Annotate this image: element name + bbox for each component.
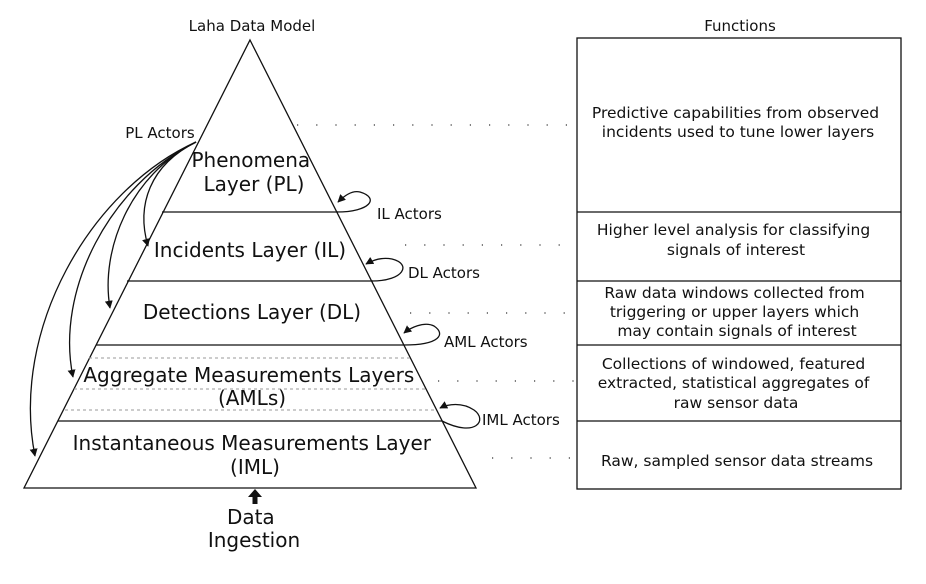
functions-title: Functions: [704, 17, 776, 35]
dl-actor-loop: [365, 256, 404, 282]
function-il: Higher level analysis for classifying si…: [597, 221, 875, 259]
iml-actor-loop: [439, 401, 481, 429]
ingestion-arrow-icon: [248, 489, 262, 504]
function-iml-line-1: Raw, sampled sensor data streams: [601, 452, 873, 470]
layer-pl-line-2: Layer (PL): [204, 172, 305, 196]
functions-box: [576, 37, 902, 490]
function-dl: Raw data windows collected from triggeri…: [604, 284, 869, 340]
iml-actors-label: IML Actors: [482, 411, 560, 429]
function-dl-line-2: triggering or upper layers which: [610, 303, 859, 321]
data-ingestion-line-1: Data: [227, 505, 275, 529]
layer-aml-line-2: (AMLs): [218, 386, 286, 410]
layer-aml-line-1: Aggregate Measurements Layers: [83, 363, 414, 387]
layer-iml-line-2: (IML): [230, 455, 280, 479]
layer-dl-label: Detections Layer (DL): [143, 300, 361, 324]
layer-pl-label: Phenomena Layer (PL): [191, 148, 316, 196]
pyramid-outline: [22, 38, 478, 489]
aml-actors-label: AML Actors: [444, 333, 528, 351]
layer-il-line-1: Incidents Layer (IL): [154, 238, 346, 262]
layer-il-label: Incidents Layer (IL): [154, 238, 346, 262]
function-pl-line-2: incidents used to tune lower layers: [602, 123, 874, 141]
pl-arrow-to-dl: [104, 141, 197, 309]
function-aml-line-1: Collections of windowed, featured: [602, 355, 865, 373]
layer-iml-line-1: Instantaneous Measurements Layer: [73, 431, 432, 455]
layer-iml-label: Instantaneous Measurements Layer (IML): [73, 431, 438, 479]
function-il-line-1: Higher level analysis for classifying: [597, 221, 870, 239]
pl-arrow-to-aml: [67, 141, 197, 378]
pl-arrow-to-iml: [29, 141, 197, 457]
diagram-title: Laha Data Model: [189, 17, 316, 35]
data-ingestion-label: Data Ingestion: [208, 505, 300, 552]
function-pl-line-1: Predictive capabilities from observed: [592, 104, 879, 122]
layer-dl-line-1: Detections Layer (DL): [143, 300, 361, 324]
function-dl-line-1: Raw data windows collected from: [604, 284, 864, 302]
layer-aml-label: Aggregate Measurements Layers (AMLs): [83, 363, 420, 410]
aml-actor-loop: [403, 323, 441, 346]
function-dl-line-3: may contain signals of interest: [617, 322, 856, 340]
data-ingestion-line-2: Ingestion: [208, 528, 300, 552]
function-iml: Raw, sampled sensor data streams: [601, 452, 873, 470]
layer-pl-line-1: Phenomena: [191, 148, 310, 172]
il-actors-label: IL Actors: [377, 205, 442, 223]
function-il-line-2: signals of interest: [667, 241, 805, 259]
dl-actors-label: DL Actors: [408, 264, 480, 282]
il-actor-loop: [336, 190, 371, 213]
function-aml-line-2: extracted, statistical aggregates of: [598, 374, 870, 392]
pl-actor-arrows: [29, 141, 197, 457]
function-aml: Collections of windowed, featured extrac…: [598, 355, 875, 412]
function-aml-line-3: raw sensor data: [674, 394, 799, 412]
pl-actors-label: PL Actors: [125, 124, 195, 142]
function-pl: Predictive capabilities from observed in…: [592, 104, 884, 141]
